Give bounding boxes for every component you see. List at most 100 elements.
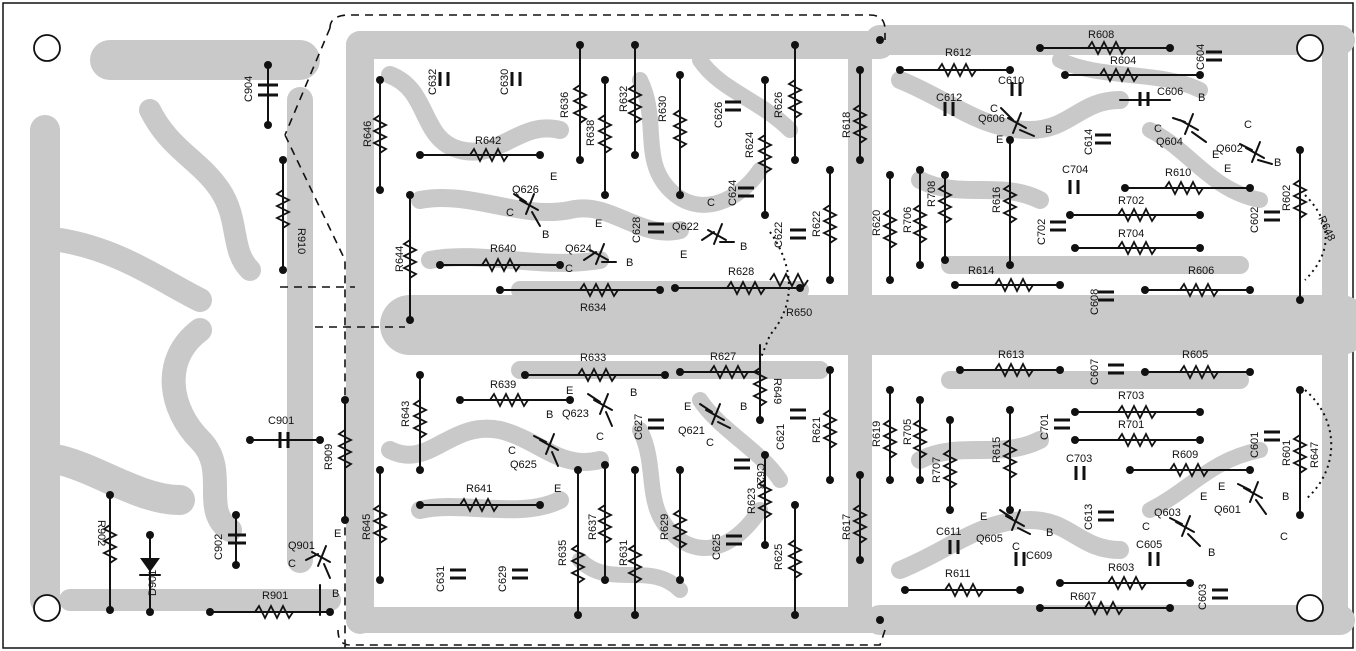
pin-q605-e: E	[980, 511, 987, 523]
pin-q626-e: E	[550, 171, 557, 183]
label-c605: C605	[1136, 539, 1162, 551]
label-r707: R707	[931, 457, 943, 483]
label-c701: C701	[1039, 414, 1051, 440]
label-c703: C703	[1066, 453, 1092, 465]
pin-q623-c: C	[596, 431, 604, 443]
pin-q622-b: B	[740, 241, 747, 253]
label-r607: R607	[1070, 591, 1096, 603]
label-r635: R635	[557, 540, 569, 566]
pin-q901-b: B	[332, 588, 339, 600]
label-r641: R641	[466, 483, 492, 495]
label-c902: C902	[213, 534, 225, 560]
label-c901: C901	[268, 415, 294, 427]
label-r706: R706	[902, 207, 914, 233]
label-r621: R621	[811, 417, 823, 443]
label-r629: R629	[659, 514, 671, 540]
pin-q602-e: E	[1224, 163, 1231, 175]
pin-q601-c: C	[1280, 531, 1288, 543]
label-c607: C607	[1089, 359, 1101, 385]
label-c631: C631	[435, 566, 447, 592]
label-r644: R644	[394, 246, 406, 272]
pin-q605-c: C	[1012, 541, 1020, 553]
label-r633: R633	[580, 352, 606, 364]
pin-q602-c: C	[1244, 119, 1252, 131]
component-labels: R612 R608 R604 R646 R642 R636 R638 R632 …	[95, 29, 1337, 610]
pin-q625-e: E	[554, 483, 561, 495]
label-c704: C704	[1062, 164, 1088, 176]
label-c610: C610	[998, 75, 1024, 87]
pin-q606-e: E	[996, 134, 1003, 146]
label-c613: C613	[1083, 504, 1095, 530]
label-q625: Q625	[510, 459, 537, 471]
label-r649: R649	[771, 378, 783, 404]
label-d901: D901	[147, 570, 159, 596]
pin-q623-b: B	[630, 387, 637, 399]
label-r650: R650	[786, 307, 812, 319]
label-r632: R632	[618, 86, 630, 112]
label-r609: R609	[1172, 449, 1198, 461]
label-c621: C621	[775, 424, 787, 450]
label-c622: C622	[773, 222, 785, 248]
pin-q621-e: E	[684, 401, 691, 413]
label-r647: R647	[1309, 442, 1321, 468]
solder-pads	[106, 36, 1304, 624]
pin-q604-b: B	[1198, 92, 1205, 104]
pin-q621-c: C	[706, 437, 714, 449]
label-r910: R910	[295, 228, 307, 254]
pin-q626-b: B	[542, 229, 549, 241]
label-r645: R645	[361, 514, 373, 540]
label-q901: Q901	[288, 540, 315, 552]
pin-q604-e: E	[1212, 149, 1219, 161]
label-q601: Q601	[1214, 504, 1241, 516]
label-c612: C612	[936, 92, 962, 104]
label-r616: R616	[991, 187, 1003, 213]
label-c602: C602	[1249, 207, 1261, 233]
label-c604: C604	[1195, 44, 1207, 70]
label-c623: C623	[754, 463, 766, 489]
label-r631: R631	[618, 540, 630, 566]
label-r708: R708	[926, 181, 938, 207]
label-r909: R909	[323, 444, 335, 470]
component-leads	[109, 44, 1301, 616]
mounting-hole-bottom-right	[1296, 594, 1324, 622]
label-r638: R638	[585, 120, 597, 146]
pin-q603-c: C	[1142, 521, 1150, 533]
label-q626: Q626	[512, 184, 539, 196]
pin-q624-e: E	[595, 218, 602, 230]
label-r646: R646	[362, 121, 374, 147]
label-r605: R605	[1182, 349, 1208, 361]
label-r639: R639	[490, 379, 516, 391]
label-c603: C603	[1197, 584, 1209, 610]
label-r642: R642	[475, 135, 501, 147]
label-c904: C904	[243, 76, 255, 102]
label-q602: Q602	[1216, 143, 1243, 155]
label-c632: C632	[427, 69, 439, 95]
mounting-hole-top-left	[33, 34, 61, 62]
pin-q625-c: C	[508, 445, 516, 457]
label-c606: C606	[1157, 86, 1183, 98]
shield-boundary	[284, 14, 886, 650]
label-r634: R634	[580, 302, 606, 314]
label-r618: R618	[841, 112, 853, 138]
label-q604: Q604	[1156, 136, 1183, 148]
label-c702: C702	[1036, 219, 1048, 245]
resistor-symbols	[101, 39, 1309, 621]
pin-q624-b: B	[626, 257, 633, 269]
label-c609: C609	[1026, 550, 1052, 562]
label-r705: R705	[902, 419, 914, 445]
label-q621: Q621	[678, 425, 705, 437]
label-r702: R702	[1118, 195, 1144, 207]
label-r615: R615	[991, 437, 1003, 463]
label-r620: R620	[871, 210, 883, 236]
pin-q623-e: E	[566, 385, 573, 397]
label-r630: R630	[657, 96, 669, 122]
label-r608: R608	[1088, 29, 1114, 41]
label-q606: Q606	[978, 113, 1005, 125]
transistor-symbols	[305, 107, 1273, 579]
label-r610: R610	[1165, 167, 1191, 179]
label-r617: R617	[841, 514, 853, 540]
pin-q601-e: E	[1218, 481, 1225, 493]
label-r611: R611	[945, 568, 970, 580]
capacitor-symbols	[228, 50, 1280, 600]
